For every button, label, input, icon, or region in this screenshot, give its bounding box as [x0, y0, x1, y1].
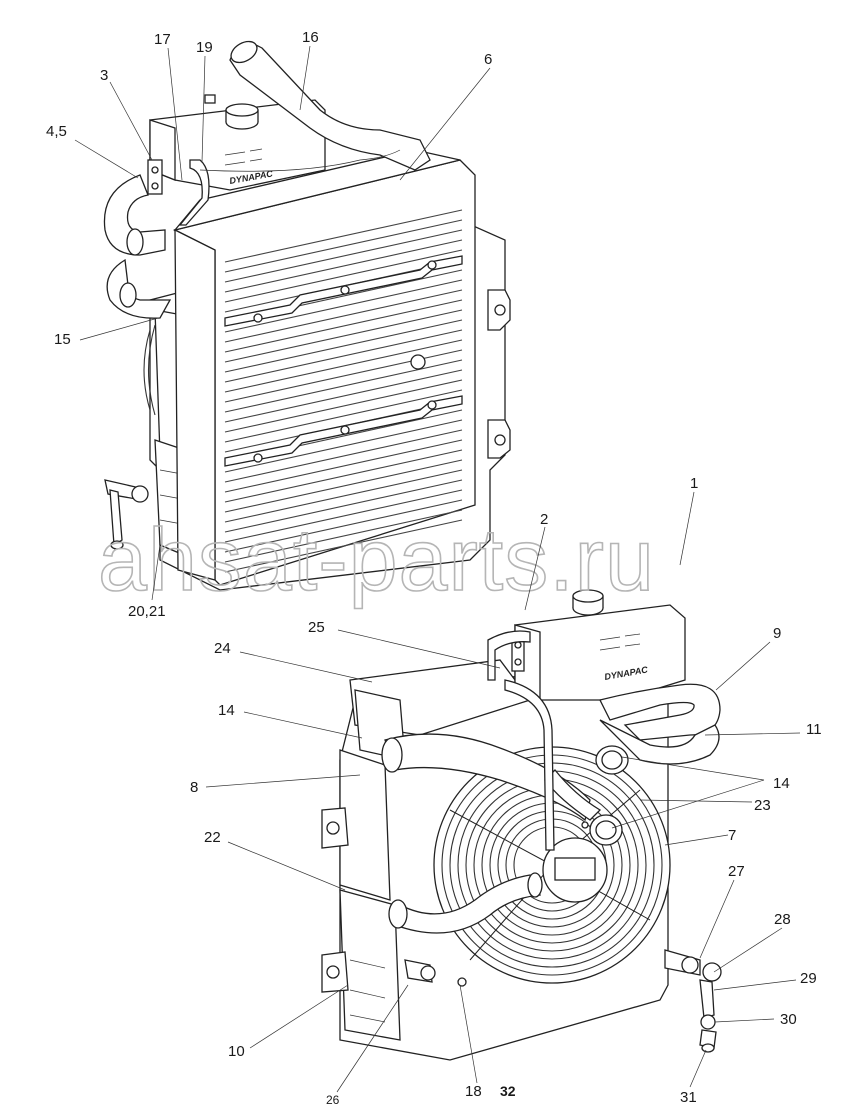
label-14-right: 14: [773, 775, 790, 792]
bottom-radiator-assembly: DYNAPAC: [321, 589, 722, 1061]
label-18: 18: [465, 1083, 482, 1100]
label-30: 30: [780, 1011, 797, 1028]
label-10: 10: [228, 1043, 245, 1060]
label-1: 1: [690, 475, 698, 492]
label-17: 17: [154, 31, 171, 48]
label-16: 16: [302, 29, 319, 46]
label-27: 27: [728, 863, 745, 880]
leader-lines: [74, 45, 801, 1093]
top-core-fins: [224, 209, 463, 573]
label-32: 32: [500, 1083, 516, 1099]
label-28: 28: [774, 911, 791, 928]
label-9: 9: [773, 625, 781, 642]
label-24: 24: [214, 640, 231, 657]
label-15: 15: [54, 331, 71, 348]
label-19: 19: [196, 39, 213, 56]
label-31: 31: [680, 1089, 697, 1106]
top-radiator-assembly: DYNAPAC: [103, 40, 511, 591]
label-29: 29: [800, 970, 817, 987]
label-2: 2: [540, 511, 548, 528]
label-25: 25: [308, 619, 325, 636]
label-3: 3: [100, 67, 108, 84]
label-4-5: 4,5: [46, 123, 67, 140]
label-11: 11: [806, 721, 822, 738]
label-22: 22: [204, 829, 221, 846]
label-6: 6: [484, 51, 492, 68]
label-23: 23: [754, 797, 771, 814]
part-number-labels: 17 19 16 3 6 4,5 15 20,21 1 2 25 24 9 14…: [46, 29, 822, 1107]
watermark-text: ahsat-parts.ru: [98, 510, 655, 609]
label-8: 8: [190, 779, 198, 796]
label-26: 26: [326, 1093, 340, 1107]
label-20-21: 20,21: [128, 603, 166, 620]
label-7: 7: [728, 827, 736, 844]
label-14-left: 14: [218, 702, 235, 719]
